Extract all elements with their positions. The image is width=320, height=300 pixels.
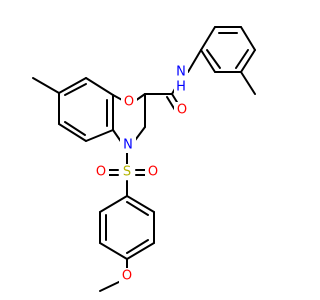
molecule-diagram: N H O O N S O O O: [32, 26, 256, 292]
tolyl-bond: [200, 26, 216, 51]
anisyl-bond: [99, 242, 128, 260]
sulfonyl-right-oxygen-label-bg: [145, 164, 161, 180]
anisyl-inner-bond: [126, 239, 149, 254]
sulfonyl-left-oxygen-label-bg: [93, 164, 109, 180]
nh-label-bg: [174, 65, 188, 79]
anisyl-bond: [126, 195, 155, 213]
anisyl-inner-bond: [126, 201, 149, 216]
amide-co-double-bond: [166, 96, 176, 111]
tolyl-inner-bond: [235, 49, 249, 69]
ring-nitrogen-label-bg: [120, 137, 136, 153]
atom-label-layer: N H O O N S O O O: [93, 65, 190, 284]
ring-nitrogen-label: N: [123, 138, 133, 153]
nh-hydrogen-label: H: [176, 80, 186, 95]
benzene-inner-bond: [64, 83, 87, 96]
benzene-bond: [85, 129, 114, 142]
benzene-bond: [85, 77, 114, 96]
amide-oxygen-label-bg: [174, 102, 190, 118]
tolyl-bond: [240, 49, 256, 73]
benzene-inner-bond: [64, 121, 86, 136]
nh-h-label-bg: [174, 79, 188, 93]
nh-nitrogen-label: N: [176, 65, 186, 80]
bond-layer: [32, 26, 256, 292]
sulfur-label-bg: [119, 164, 135, 180]
tolyl-inner-bond: [206, 49, 221, 69]
tolyl-methyl-bond: [240, 71, 256, 95]
ring-oxygen-label-bg: [121, 94, 137, 110]
tolyl-bond: [240, 26, 256, 51]
sulfur-label: S: [123, 165, 131, 180]
benzene-bond: [58, 123, 87, 142]
sulfonyl-left-oxygen-label: O: [96, 165, 106, 180]
o-methyl-bond: [99, 280, 122, 292]
amide-oxygen-label: O: [177, 103, 187, 118]
ring-oxygen-label: O: [124, 95, 134, 110]
methoxy-oxygen-label-bg: [119, 268, 135, 284]
sulfonyl-right-oxygen-label: O: [148, 165, 158, 180]
n-aryl-bond: [187, 49, 202, 73]
molecule-structure: N H O O N S O O O: [32, 26, 256, 292]
anisyl-bond: [126, 242, 155, 260]
benzene-bond: [58, 77, 87, 94]
anisyl-bond: [99, 195, 128, 213]
tolyl-bond: [200, 49, 216, 73]
methyl-bond: [32, 77, 60, 94]
methoxy-oxygen-label: O: [122, 269, 132, 284]
